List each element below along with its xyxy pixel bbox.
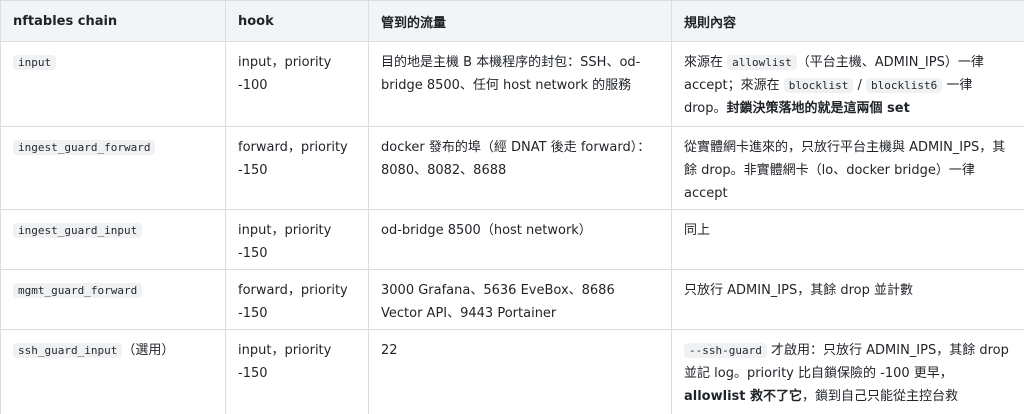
cell-chain: ingest_guard_forward (0, 126, 226, 210)
cell-hook: input，priority -100 (225, 41, 369, 127)
rule-text: / (853, 78, 867, 93)
chain-name: ingest_guard_input (13, 223, 143, 238)
cell-rule: 從實體網卡進來的，只放行平台主機與 ADMIN_IPS，其餘 drop。非實體網… (671, 126, 1024, 210)
cell-chain: input (0, 41, 226, 127)
cell-traffic: 22 (368, 329, 672, 414)
header-chain: nftables chain (0, 0, 226, 42)
chain-name: mgmt_guard_forward (13, 283, 143, 298)
cell-traffic: 目的地是主機 B 本機程序的封包：SSH、od-bridge 8500、任何 h… (368, 41, 672, 127)
cell-rule: 同上 (671, 209, 1024, 270)
rule-text: 來源在 (684, 55, 728, 70)
chain-name: ingest_guard_forward (13, 140, 156, 155)
rule-emphasis: 封鎖決策落地的就是這兩個 set (726, 101, 910, 116)
rule-emphasis: allowlist 救不了它 (684, 389, 803, 404)
cell-hook: forward，priority -150 (225, 126, 369, 210)
cell-chain: mgmt_guard_forward (0, 269, 226, 330)
cell-traffic: docker 發布的埠（經 DNAT 後走 forward）：8080、8082… (368, 126, 672, 210)
rule-text: ，鎖到自己只能從主控台救 (802, 389, 959, 404)
table-row: input input，priority -100 目的地是主機 B 本機程序的… (0, 41, 1024, 127)
cell-rule: 來源在 allowlist（平台主機、ADMIN_IPS）一律 accept；來… (671, 41, 1024, 127)
set-name: blocklist6 (866, 78, 943, 93)
cell-rule: 只放行 ADMIN_IPS，其餘 drop 並計數 (671, 269, 1024, 330)
chain-name: input (13, 55, 57, 70)
cell-hook: input，priority -150 (225, 329, 369, 414)
cell-traffic: 3000 Grafana、5636 EveBox、8686 Vector API… (368, 269, 672, 330)
table-row: ssh_guard_input（選用） input，priority -150 … (0, 329, 1024, 414)
rule-text: 一律 drop。 (684, 78, 973, 116)
chain-suffix: （選用） (122, 343, 175, 358)
cell-rule: --ssh-guard 才啟用：只放行 ADMIN_IPS，其餘 drop 並記… (671, 329, 1024, 414)
cell-hook: input，priority -150 (225, 209, 369, 270)
cell-chain: ingest_guard_input (0, 209, 226, 270)
table-header-row: nftables chain hook 管到的流量 規則內容 (0, 0, 1024, 42)
table-row: ingest_guard_forward forward，priority -1… (0, 126, 1024, 210)
cell-traffic: od-bridge 8500（host network） (368, 209, 672, 270)
cell-chain: ssh_guard_input（選用） (0, 329, 226, 414)
rule-text: 才啟用：只放行 ADMIN_IPS，其餘 drop 並記 log。priorit… (684, 343, 1009, 381)
set-name: blocklist (783, 78, 854, 93)
flag-name: --ssh-guard (684, 343, 767, 358)
cell-hook: forward，priority -150 (225, 269, 369, 330)
header-traffic: 管到的流量 (368, 0, 672, 42)
header-rule: 規則內容 (671, 0, 1024, 42)
set-name: allowlist (727, 55, 797, 70)
chain-name: ssh_guard_input (13, 343, 123, 358)
header-hook: hook (225, 0, 369, 42)
table-row: mgmt_guard_forward forward，priority -150… (0, 269, 1024, 330)
table-row: ingest_guard_input input，priority -150 o… (0, 209, 1024, 270)
rule-text: （平台主機、ADMIN_IPS）一律 accept；來源在 (684, 55, 984, 93)
